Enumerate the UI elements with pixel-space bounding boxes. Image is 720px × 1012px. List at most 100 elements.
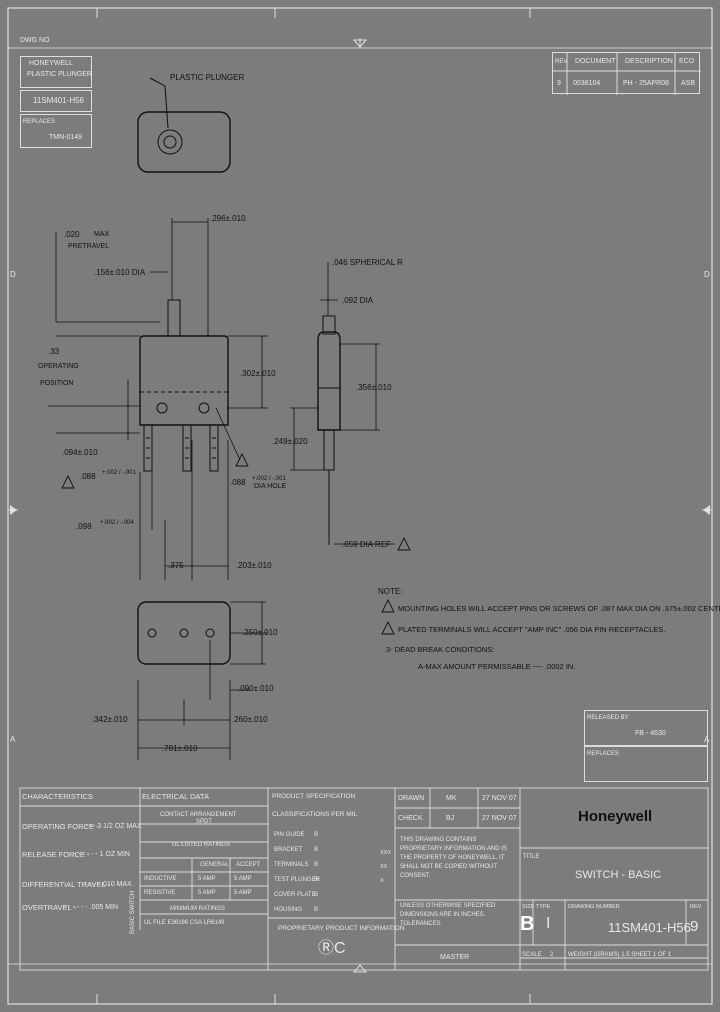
rev-label: REV: [690, 904, 702, 910]
size-value: B: [520, 913, 535, 935]
char-row-2-value: - - - - - - 1 OZ MIN: [74, 851, 130, 858]
char-row-3-label: DIFFERENTIAL TRAVEL -: [22, 880, 110, 889]
minimum-ratings: MINIMUM RATINGS: [170, 906, 225, 912]
plunger-width-dim: .296±.010: [210, 214, 246, 223]
revision-table: REV DOCUMENT DESCRIPTION ECO 9 0038104 P…: [552, 52, 701, 95]
title-label: TITLE: [523, 854, 540, 860]
dim-342: .342±.010: [92, 715, 128, 724]
note-2: PLATED TERMINALS WILL ACCEPT "AMP INC" .…: [398, 625, 666, 634]
dia-hole-dim: .088: [230, 478, 246, 487]
plastic-plunger-label: PLASTIC PLUNGER: [170, 73, 245, 82]
sheet-corner-label: DWG NO: [20, 37, 50, 44]
dim-094: .094±.010: [62, 448, 98, 457]
ul-file-line: UL FILE E36186 CSA LR6149: [144, 920, 225, 926]
height-302-dim: .302±.010: [240, 369, 276, 378]
material-row-5: COVER PLATE: [274, 892, 316, 898]
material-row-6: HOUSING: [274, 907, 303, 913]
max-pretravel-max: MAX: [94, 231, 110, 238]
switch-body-front: [139, 335, 229, 426]
check-label: CHECK: [398, 815, 423, 822]
max-pretravel-value: .020: [64, 230, 80, 239]
drawn-label: DRAWN: [398, 795, 425, 802]
dim-090: .090±.010: [238, 684, 274, 693]
dia-059-dim: .059 DIA REF: [342, 540, 391, 549]
max-pretravel-label: PRETRAVEL: [68, 243, 110, 250]
dim-088-tol: +.002 / -.001: [102, 470, 136, 476]
width-250-dim: .250±.010: [242, 628, 278, 637]
zone-letter-a-right: A: [704, 735, 710, 744]
material-row-1-class: B: [314, 832, 319, 838]
master-label: MASTER: [440, 954, 470, 961]
op-position-value: .33: [48, 347, 60, 356]
contact-value: SPDT: [196, 819, 213, 825]
released-box: RELEASED BY FB - 4630: [584, 710, 708, 746]
dim-375: .375: [168, 561, 184, 570]
characteristics-title: CHARACTERISTICS: [22, 792, 93, 801]
ratings-row-1-label: INDUCTIVE: [144, 876, 177, 882]
char-row-2-label: RELEASE FORCE -: [22, 850, 90, 859]
type-label: TYPE: [536, 904, 551, 910]
ratings-row-2-label: RESISTIVE: [144, 890, 176, 896]
zone-letter-d: D: [10, 270, 16, 279]
electrical-title: ELECTRICAL DATA: [142, 792, 209, 801]
replaces-box: REPLACES: [584, 746, 708, 782]
note-1: MOUNTING HOLES WILL ACCEPT PINS OR SCREW…: [398, 604, 720, 613]
zone-letter-a: A: [10, 735, 16, 744]
ratings-header-accept: ACCEPT: [236, 862, 261, 868]
size-label: SIZE: [522, 904, 535, 910]
type-value: I: [546, 915, 551, 932]
material-row-3-class: B: [314, 862, 319, 868]
dim-260: .260±.010: [232, 715, 268, 724]
proprietary-footer: PROPRIETARY PRODUCT INFORMATION: [278, 925, 405, 932]
notes-title: NOTE:: [378, 587, 403, 596]
dwg-value: 11SM401-H56: [608, 920, 691, 935]
header-ref-box: REPLACES TMN-0149: [20, 114, 92, 148]
char-row-1-value: ---- 3 1/2 OZ MAX: [86, 823, 142, 830]
ratings-row-2-accept: 5 AMP: [234, 890, 252, 896]
standard-text: UNLESS OTHERWISE SPECIFIED DIMENSIONS AR…: [400, 903, 496, 927]
scale-label: SCALE: [522, 952, 542, 958]
dim-781: .781±.010: [162, 744, 198, 753]
header-label-box: HONEYWELL PLASTIC PLUNGER: [20, 56, 92, 88]
check-by: BJ: [446, 815, 455, 822]
op-position-l1: OPERATING: [38, 363, 79, 370]
rev-value: 9: [690, 918, 699, 935]
char-row-1-label: OPERATING FORCE -: [22, 822, 99, 831]
header-part-box: 11SM401-H56: [20, 90, 92, 112]
material-row-2: BRACKET: [274, 847, 303, 853]
note-3: 3- DEAD BREAK CONDITIONS:: [386, 645, 495, 654]
contact-arrangement: CONTACT ARRANGEMENT: [160, 812, 237, 818]
materials-title: PRODUCT SPECIFICATION: [272, 793, 356, 800]
dim-098-tol: +.002 / -.004: [100, 520, 134, 526]
char-row-4-value: - - - - - - .005 MIN: [64, 904, 119, 911]
op-position-l2: POSITION: [40, 380, 74, 387]
check-date: 27 NOV 07: [482, 815, 517, 822]
ratings-header-general: GENERAL: [200, 862, 229, 868]
side-mark-2: XX: [380, 864, 388, 870]
note-3a: A-MAX AMOUNT PERMISSABLE ---- .0002 IN.: [418, 662, 576, 671]
company-logo: Honeywell: [578, 808, 653, 825]
scale-value: 2: [550, 952, 554, 958]
material-row-4: TEST PLUNGER: [274, 877, 320, 883]
drawn-by: MK: [446, 795, 457, 802]
side-mark-3: X: [380, 878, 384, 884]
ratings-row-2-general: 5 AMP: [198, 890, 216, 896]
plunger-dia-dim: .156±.010 DIA: [94, 268, 146, 277]
ul-mark: ⓇC: [318, 940, 346, 957]
ratings-row-1-accept: 5 AMP: [234, 876, 252, 882]
materials-subtitle: CLASSIFICATIONS PER MIL: [272, 811, 358, 818]
dia-hole-tol: +.002 / -.001: [252, 476, 286, 482]
dwg-label: DRAWING NUMBER: [568, 904, 620, 910]
material-row-6-class: B: [314, 907, 319, 913]
zone-letter-d-right: D: [704, 270, 710, 279]
dia-092-dim: .092 DIA: [342, 296, 374, 305]
ratings-title: UL LISTED RATINGS: [172, 842, 231, 848]
sheet-line: WEIGHT (GRAMS) 1.5 SHEET 1 OF 1: [568, 952, 672, 958]
material-row-4-class: B: [314, 877, 319, 883]
material-row-2-class: B: [314, 847, 319, 853]
height-249-dim: .249±.020: [272, 437, 308, 446]
dim-203: .203±.010: [236, 561, 272, 570]
